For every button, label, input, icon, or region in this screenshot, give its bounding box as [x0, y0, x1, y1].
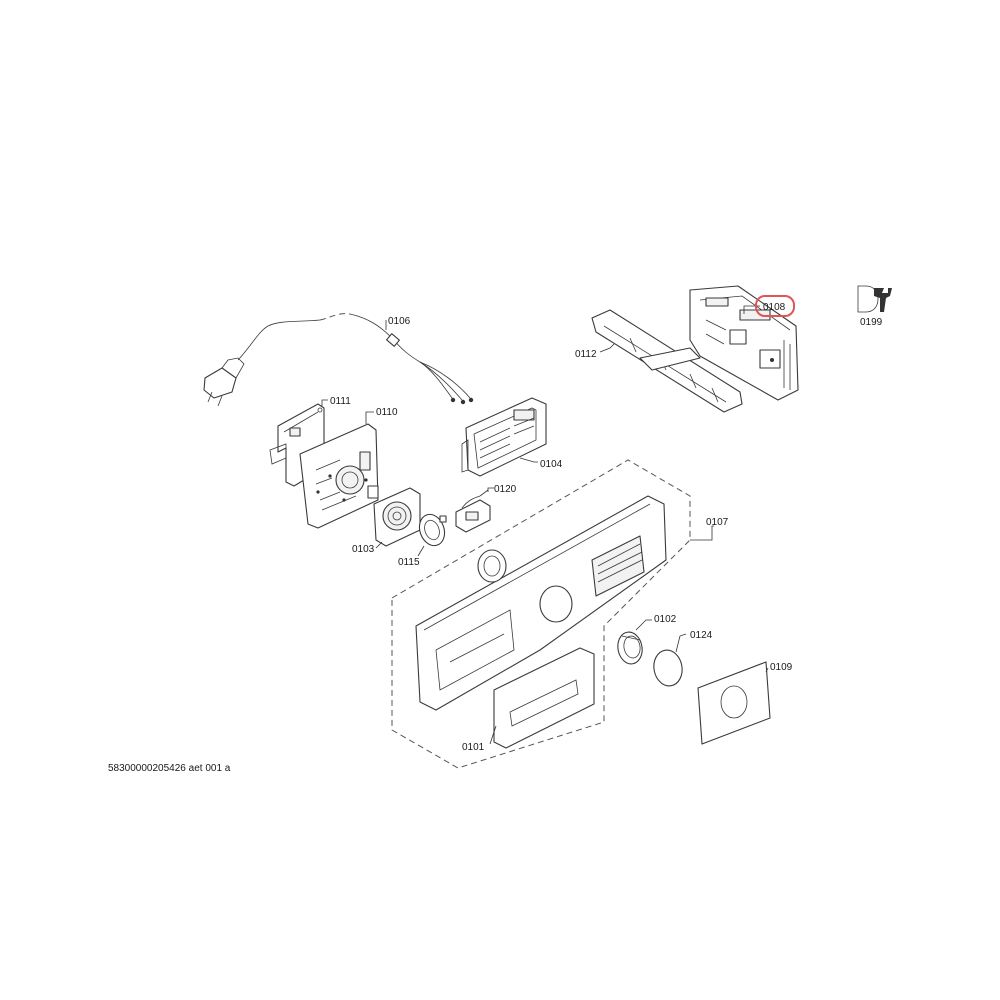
- part-label-0104: 0104: [540, 459, 563, 470]
- wrench-service-icon: [857, 285, 892, 313]
- leader-0101: [489, 725, 497, 745]
- part-label-0108: 0108: [763, 302, 786, 313]
- decor-plate-0109[interactable]: [697, 661, 771, 745]
- knob-bezel-0102[interactable]: [615, 630, 644, 666]
- knob-holder-0103[interactable]: [373, 487, 421, 547]
- leader-0103: [375, 541, 383, 549]
- leader-0110: [365, 411, 374, 424]
- leader-0120: [487, 487, 494, 492]
- part-label-0112: 0112: [575, 349, 597, 360]
- part-label-0103: 0103: [352, 544, 375, 555]
- part-label-0101: 0101: [462, 742, 485, 753]
- leader-0124: [675, 633, 687, 653]
- display-module-0104[interactable]: [461, 397, 547, 477]
- leader-0107: [690, 525, 714, 541]
- part-label-0124: 0124: [690, 630, 713, 641]
- power-cord-0106[interactable]: [203, 313, 474, 407]
- part-label-0111: 0111: [330, 396, 351, 407]
- leader-0111: [321, 399, 328, 406]
- part-label-0109: 0109: [770, 662, 793, 673]
- drawer-panel-0101[interactable]: [493, 647, 595, 749]
- leader-0112: [599, 343, 615, 353]
- leader-0104: [519, 457, 538, 463]
- control-panel-0107[interactable]: [415, 495, 667, 711]
- knob-ring-0107a[interactable]: [477, 549, 507, 583]
- leader-0115: [417, 545, 425, 557]
- part-label-0110: 0110: [376, 407, 398, 418]
- part-label-0102: 0102: [654, 614, 677, 625]
- assembly-boundary-0107: [391, 459, 691, 769]
- leader-0108: [743, 305, 760, 314]
- document-number: 58300000205426 aet 001 a: [108, 763, 231, 774]
- part-label-0106: 0106: [388, 316, 411, 327]
- sensor-0120[interactable]: [455, 489, 491, 533]
- part-label-0199: 0199: [860, 317, 883, 328]
- part-label-0115: 0115: [398, 557, 420, 568]
- control-board-0110[interactable]: [299, 423, 379, 529]
- knob-cap-0124[interactable]: [651, 648, 685, 688]
- highlight-0108: [755, 295, 795, 317]
- support-rail-0112[interactable]: [591, 309, 743, 413]
- leader-0109: [765, 667, 769, 673]
- part-label-0120: 0120: [494, 484, 517, 495]
- ring-0115[interactable]: [415, 511, 448, 549]
- leader-0102: [635, 619, 652, 631]
- main-module-0108[interactable]: [689, 285, 799, 401]
- part-label-0107: 0107: [706, 517, 729, 528]
